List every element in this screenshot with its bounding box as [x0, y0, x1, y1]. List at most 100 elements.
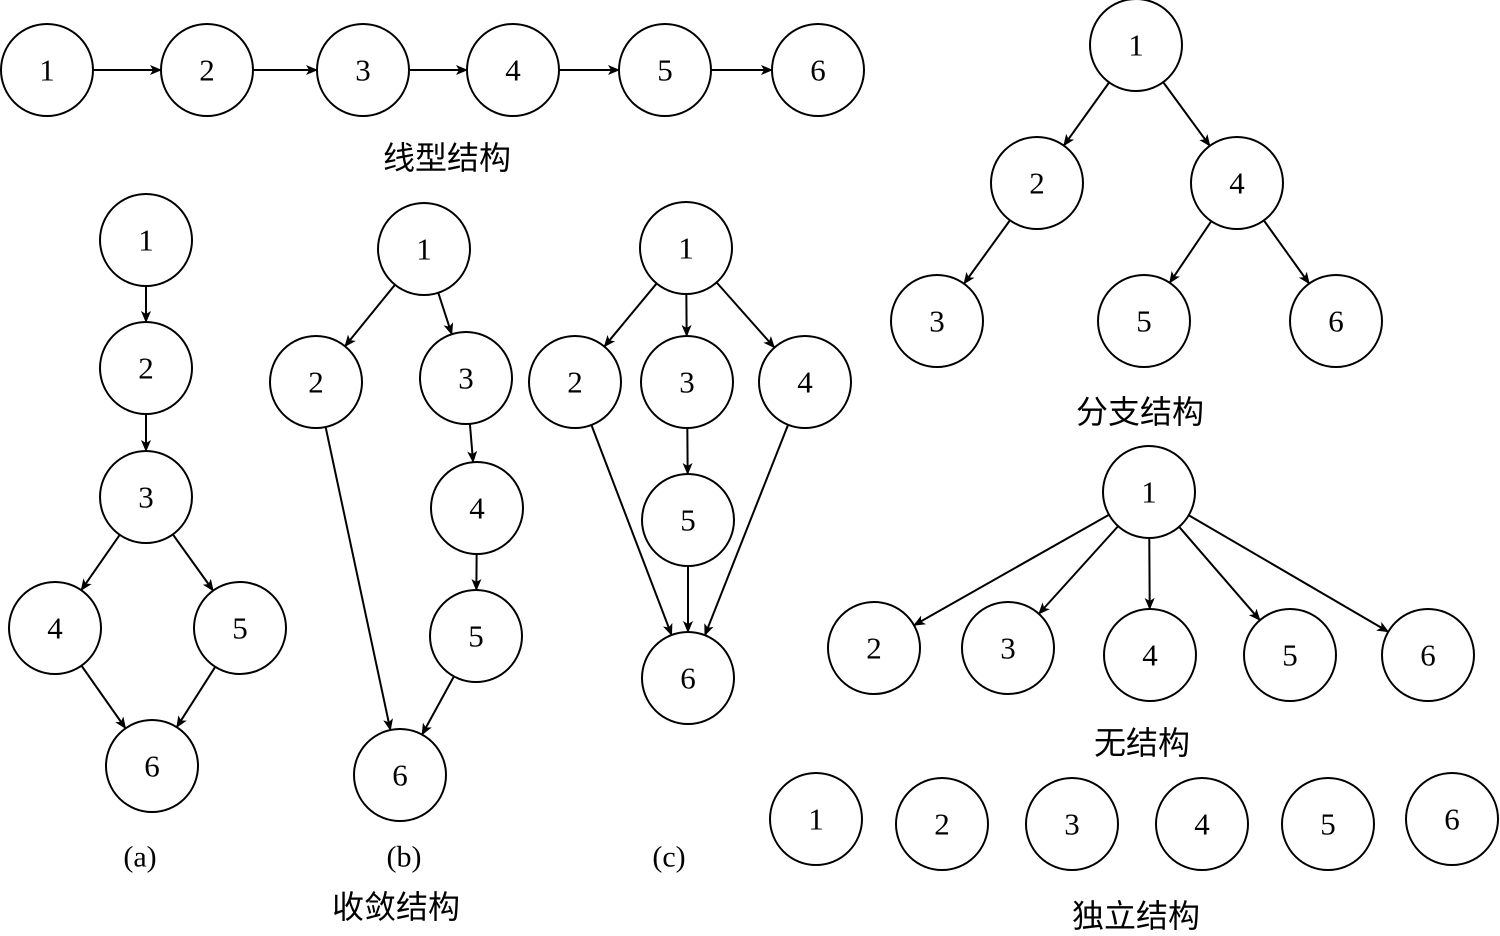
edge-arrow-convergent-b-3-to-4	[467, 423, 478, 464]
sublabel-convergent-c: (c)	[652, 841, 685, 874]
node-label: 4	[1142, 638, 1158, 673]
node-circle	[1025, 777, 1119, 871]
node-label: 3	[138, 480, 154, 515]
node-circle	[528, 335, 622, 429]
node-branch-4: 4	[1190, 136, 1284, 230]
node-circle	[640, 335, 734, 429]
node-convergent-c-2: 2	[528, 335, 622, 429]
node-label: 4	[505, 53, 521, 88]
node-label: 1	[1128, 28, 1144, 63]
node-label: 1	[1141, 475, 1157, 510]
node-label: 1	[808, 802, 824, 837]
node-circle	[895, 777, 989, 871]
edge-arrow-convergent-b-5-to-6	[421, 675, 455, 736]
edge-arrow-branch-4-to-5	[1168, 220, 1213, 284]
node-circle	[430, 461, 524, 555]
node-circle	[961, 601, 1055, 695]
node-circle	[1281, 777, 1375, 871]
node-convergent-c-6: 6	[641, 631, 735, 725]
node-convergent-a-5: 5	[193, 581, 287, 675]
caption-unstructured: 无结构	[1094, 724, 1190, 762]
node-label: 3	[355, 53, 371, 88]
node-circle	[8, 581, 102, 675]
node-label: 6	[810, 53, 826, 88]
caption-convergent-b: 收敛结构	[332, 888, 460, 926]
node-linear-4: 4	[466, 23, 560, 117]
node-circle	[1097, 274, 1191, 368]
caption-branch: 分支结构	[1076, 393, 1204, 431]
node-unstructured-3: 3	[961, 601, 1055, 695]
node-label: 5	[232, 611, 248, 646]
node-circle	[1103, 608, 1197, 702]
edge-arrow-convergent-c-2-to-6	[590, 424, 673, 636]
node-circle	[771, 23, 865, 117]
node-label: 5	[657, 53, 673, 88]
node-label: 3	[1000, 631, 1016, 666]
edge-arrow-convergent-b-2-to-6	[324, 426, 393, 731]
node-label: 2	[199, 53, 215, 88]
node-circle	[419, 331, 513, 425]
node-label: 3	[679, 365, 695, 400]
node-convergent-c-5: 5	[641, 473, 735, 567]
node-label: 2	[308, 365, 324, 400]
node-unstructured-4: 4	[1103, 608, 1197, 702]
sublabel-convergent-b: (b)	[387, 841, 422, 874]
caption-linear: 线型结构	[383, 139, 511, 177]
node-circle	[1405, 772, 1499, 866]
node-circle	[1155, 777, 1249, 871]
node-label: 3	[458, 361, 474, 396]
node-label: 6	[392, 758, 408, 793]
node-linear-1: 1	[0, 23, 94, 117]
node-label: 5	[1320, 807, 1336, 842]
node-branch-2: 2	[990, 136, 1084, 230]
node-circle	[1190, 136, 1284, 230]
diagram-linear: 1 2 3 4 5 6	[0, 23, 865, 117]
node-label: 2	[138, 351, 154, 386]
node-circle	[353, 728, 447, 822]
node-circle	[641, 473, 735, 567]
node-circle	[1289, 274, 1383, 368]
node-label: 2	[866, 631, 882, 666]
node-label: 3	[929, 304, 945, 339]
edge-arrow-convergent-b-1-to-3	[437, 292, 454, 336]
diagram-unstructured: 1 2 3 4 5 6	[827, 445, 1475, 702]
node-branch-6: 6	[1289, 274, 1383, 368]
node-label: 2	[934, 807, 950, 842]
sublabel-convergent-a: (a)	[123, 841, 156, 874]
node-unstructured-5: 5	[1243, 608, 1337, 702]
edge-arrow-convergent-a-3-to-4	[80, 534, 121, 592]
node-circle	[890, 274, 984, 368]
node-linear-2: 2	[160, 23, 254, 117]
edge-arrow-convergent-b-1-to-2	[344, 284, 396, 348]
edge-arrow-unstructured-1-to-5	[1178, 526, 1261, 621]
node-label: 5	[1136, 304, 1152, 339]
diagram-convergent-c: 1 2 3 4 5 6	[528, 201, 852, 725]
node-label: 1	[39, 53, 55, 88]
node-label: 6	[144, 749, 160, 784]
node-label: 6	[1420, 638, 1436, 673]
edge-arrow-convergent-a-4-to-6	[80, 665, 127, 730]
node-label: 1	[138, 223, 154, 258]
node-label: 3	[1064, 807, 1080, 842]
edge-arrow-convergent-c-4-to-6	[703, 424, 790, 637]
node-circle	[1243, 608, 1337, 702]
diagram-branch: 1 2 4 3 5 6	[890, 0, 1383, 368]
node-convergent-b-6: 6	[353, 728, 447, 822]
node-label: 4	[797, 365, 813, 400]
node-label: 1	[678, 231, 694, 266]
node-circle	[429, 589, 523, 683]
node-circle	[99, 193, 193, 287]
node-unstructured-1: 1	[1102, 445, 1196, 539]
node-circle	[99, 450, 193, 544]
node-circle	[618, 23, 712, 117]
node-circle	[193, 581, 287, 675]
node-independent-3: 3	[1025, 777, 1119, 871]
node-independent-6: 6	[1405, 772, 1499, 866]
node-unstructured-6: 6	[1381, 608, 1475, 702]
node-convergent-a-3: 3	[99, 450, 193, 544]
node-linear-3: 3	[316, 23, 410, 117]
edge-arrow-branch-4-to-6	[1263, 219, 1310, 285]
